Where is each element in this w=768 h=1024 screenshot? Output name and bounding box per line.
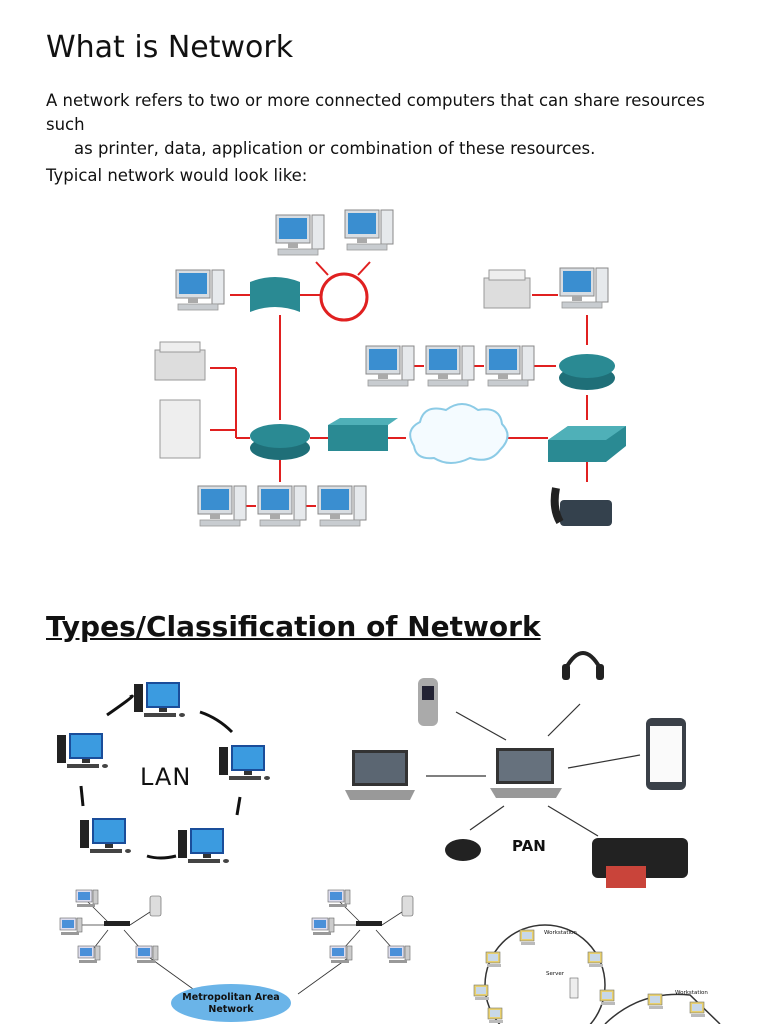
typical-network-diagram (210, 261, 588, 507)
headset-icon (562, 651, 604, 680)
cordless-phone-icon (418, 678, 438, 726)
man-diagram: Metropolitan Area Network (59, 889, 414, 1022)
lan-diagram: LAN (57, 682, 270, 863)
switch-box-icon (328, 418, 398, 451)
server-icon (159, 399, 201, 459)
intro-line-2: as printer, data, application or combina… (74, 139, 596, 158)
typical-network-caption: Typical network would look like: (46, 166, 308, 185)
pan-label: PAN (512, 837, 546, 855)
lan-label: LAN (140, 763, 191, 791)
mouse-icon (445, 839, 481, 861)
laptop-icon (345, 750, 415, 800)
pan-diagram: PAN (345, 651, 688, 888)
router-icon (559, 354, 615, 390)
page-title: What is Network (46, 30, 294, 65)
printer-icon (154, 341, 206, 381)
ring-server-label: Server (546, 971, 565, 977)
printer-icon (483, 269, 531, 309)
intro-paragraph: A network refers to two or more connecte… (46, 89, 726, 161)
bridge-icon (250, 277, 300, 312)
laptop-icon (490, 748, 562, 798)
router-icon (250, 424, 310, 460)
ring-network-diagram: Workstation Server Workstation (473, 924, 721, 1024)
ip-phone-icon (550, 487, 612, 526)
cloud-icon (409, 403, 509, 464)
ring-workstation-label-2: Workstation (675, 990, 708, 996)
types-heading: Types/Classification of Network (46, 610, 541, 643)
printer-icon (592, 838, 688, 888)
man-label-line-1: Metropolitan Area (182, 992, 279, 1003)
intro-line-1: A network refers to two or more connecte… (46, 91, 705, 134)
smartphone-icon (646, 718, 686, 790)
typical-network-devices (154, 209, 626, 527)
man-ellipse (171, 984, 291, 1022)
switch-icon (548, 426, 626, 462)
ring-workstation-label-1: Workstation (544, 930, 577, 936)
man-label-line-2: Network (208, 1004, 254, 1015)
